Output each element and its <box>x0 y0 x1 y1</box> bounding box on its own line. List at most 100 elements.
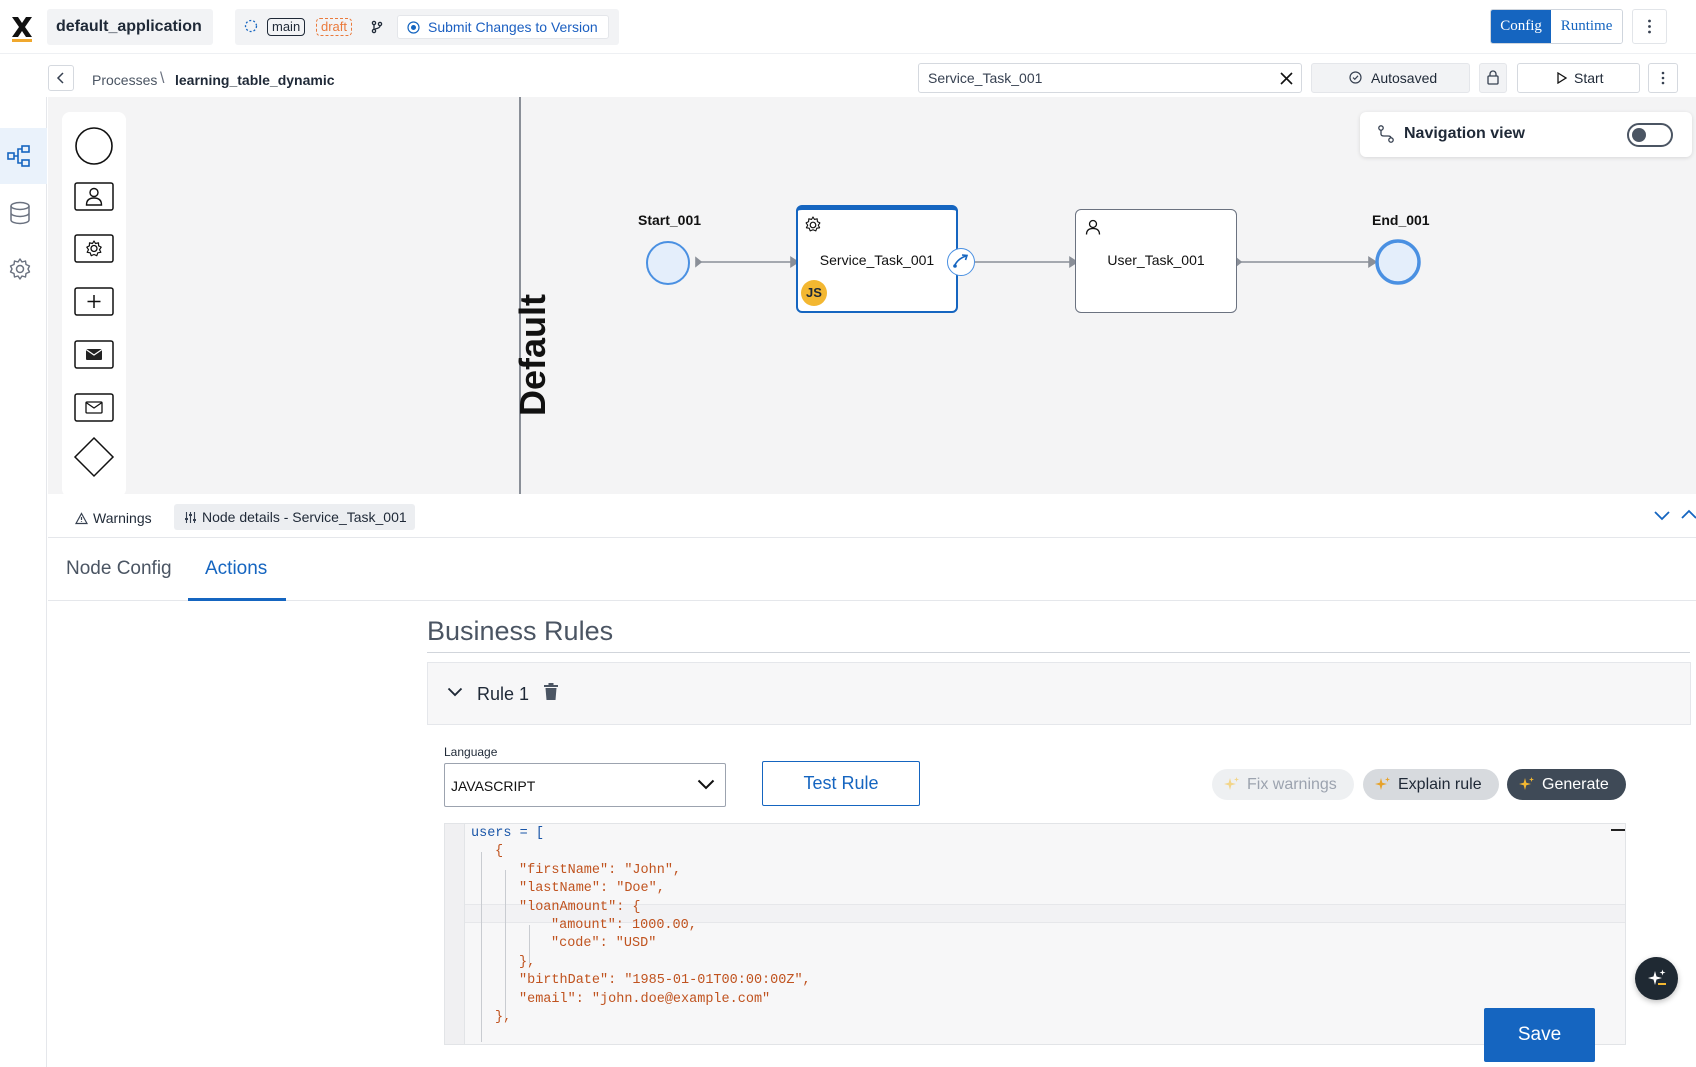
end-event-label: End_001 <box>1372 212 1430 228</box>
node-search-input[interactable] <box>919 64 1259 92</box>
start-process-button[interactable]: Start <box>1517 63 1640 93</box>
code-line: "loanAmount": { <box>519 900 641 915</box>
left-rail <box>0 97 47 1067</box>
tab-warnings[interactable]: Warnings <box>73 506 152 530</box>
sliders-icon <box>184 511 197 524</box>
back-button[interactable] <box>48 65 74 91</box>
service-task-label: Service_Task_001 <box>819 252 935 268</box>
subprocess-icon[interactable] <box>70 277 118 325</box>
submit-changes-button[interactable]: Submit Changes to Version <box>397 15 609 39</box>
user-task-icon[interactable] <box>70 172 118 220</box>
process-more-button[interactable] <box>1648 63 1678 93</box>
send-message-icon[interactable] <box>70 330 118 378</box>
process-toolbar: Processes \ learning_table_dynamic Autos… <box>0 55 1696 97</box>
process-canvas[interactable]: Default Start_001 Service_Task_001 JS <box>48 97 1696 494</box>
language-value: JAVASCRIPT <box>451 778 536 794</box>
indent-guide <box>529 925 530 963</box>
sparkle-icon <box>1647 968 1667 988</box>
sidebar-item-settings[interactable] <box>0 242 47 298</box>
tab-actions[interactable]: Actions <box>205 558 268 579</box>
version-status-icon <box>244 19 258 33</box>
code-editor[interactable]: users = [ { "firstName": "John", "lastNa… <box>444 823 1626 1045</box>
code-line: "amount": 1000.00, <box>551 918 697 933</box>
code-line: }, <box>519 955 536 970</box>
active-tab-indicator <box>188 598 286 601</box>
start-event[interactable] <box>645 240 691 286</box>
receive-message-icon[interactable] <box>70 383 118 431</box>
flowx-logo[interactable] <box>8 14 36 42</box>
start-event-icon[interactable] <box>70 122 118 170</box>
collapse-panel-icon[interactable] <box>1653 508 1671 522</box>
more-menu-button[interactable] <box>1632 9 1667 44</box>
navigation-view-label: Navigation view <box>1404 125 1525 142</box>
code-line: "lastName": "Doe", <box>519 881 665 896</box>
save-button[interactable]: Save <box>1484 1008 1595 1062</box>
code-line: "birthDate": "1985-01-01T00:00:00Z", <box>519 973 811 988</box>
branch-icon[interactable] <box>370 20 384 34</box>
trash-icon[interactable] <box>543 683 559 701</box>
navigation-view-card: Navigation view <box>1360 112 1692 157</box>
lock-button[interactable] <box>1479 63 1507 93</box>
code-token: users <box>471 826 512 841</box>
navigation-view-toggle[interactable] <box>1627 123 1673 147</box>
rule-name: Rule 1 <box>477 684 530 704</box>
bottom-panel-header: Warnings Node details - Service_Task_001 <box>48 494 1696 538</box>
connect-handle-icon[interactable] <box>947 248 975 276</box>
dropdown-chevron-icon <box>697 778 715 791</box>
app-name[interactable]: default_application <box>47 9 213 45</box>
ai-assistant-button[interactable] <box>1635 957 1678 1000</box>
bpmn-palette <box>62 112 126 494</box>
rule-header[interactable]: Rule 1 <box>427 662 1691 725</box>
generate-button[interactable]: Generate <box>1507 769 1626 800</box>
test-rule-button[interactable]: Test Rule <box>762 761 920 806</box>
toggle-knob <box>1632 128 1646 142</box>
chevron-down-icon[interactable] <box>447 686 463 698</box>
start-label: Start <box>1574 70 1604 86</box>
code-line: }, <box>495 1010 512 1025</box>
fix-warnings-button[interactable]: Fix warnings <box>1212 769 1354 800</box>
pool-divider <box>519 97 521 494</box>
branch-badge[interactable]: main <box>267 18 306 36</box>
sparkle-icon <box>1519 776 1535 792</box>
title-divider <box>427 652 1690 653</box>
service-task-icon[interactable] <box>70 224 118 272</box>
actions-content: Business Rules Rule 1 Language JAVASCRIP… <box>48 601 1696 1067</box>
tab-node-config[interactable]: Node Config <box>66 558 172 579</box>
breadcrumb-processes[interactable]: Processes <box>92 72 158 88</box>
runtime-mode-button[interactable]: Runtime <box>1551 10 1622 43</box>
editor-scrollbar[interactable] <box>1611 829 1625 831</box>
sidebar-item-data[interactable] <box>0 185 47 241</box>
expand-panel-icon[interactable] <box>1680 508 1696 522</box>
indent-guide <box>481 852 482 1042</box>
tab-warnings-label: Warnings <box>93 510 152 526</box>
autosaved-status: Autosaved <box>1311 63 1470 93</box>
database-icon <box>9 201 31 225</box>
user-task-node[interactable]: User_Task_001 <box>1075 209 1237 313</box>
fix-warnings-label: Fix warnings <box>1247 776 1337 793</box>
play-icon <box>1556 72 1568 84</box>
version-bar: main draft Submit Changes to Version <box>235 9 619 45</box>
target-icon <box>407 21 420 34</box>
code-line: users = [ <box>471 826 544 841</box>
language-select[interactable]: JAVASCRIPT <box>444 763 726 807</box>
sidebar-item-process[interactable] <box>0 128 47 184</box>
clear-search-icon[interactable] <box>1280 72 1293 85</box>
js-badge: JS <box>801 280 827 306</box>
language-label: Language <box>444 745 498 759</box>
end-event[interactable] <box>1374 238 1422 286</box>
indent-guide <box>505 870 506 1018</box>
submit-changes-label: Submit Changes to Version <box>428 19 598 35</box>
gateway-icon[interactable] <box>70 433 118 481</box>
code-line: "code": "USD" <box>551 936 657 951</box>
warning-icon <box>75 512 88 525</box>
tab-node-details[interactable]: Node details - Service_Task_001 <box>174 504 415 530</box>
explain-rule-button[interactable]: Explain rule <box>1363 769 1499 800</box>
service-task-node[interactable]: Service_Task_001 JS <box>796 205 958 313</box>
config-mode-button[interactable]: Config <box>1491 10 1552 43</box>
breadcrumb-current: learning_table_dynamic <box>175 72 335 88</box>
start-event-label: Start_001 <box>638 212 702 228</box>
service-gear-icon <box>803 215 823 235</box>
breadcrumb-separator: \ <box>160 70 165 87</box>
code-line: { <box>495 844 504 859</box>
process-diagram-icon <box>7 145 31 167</box>
